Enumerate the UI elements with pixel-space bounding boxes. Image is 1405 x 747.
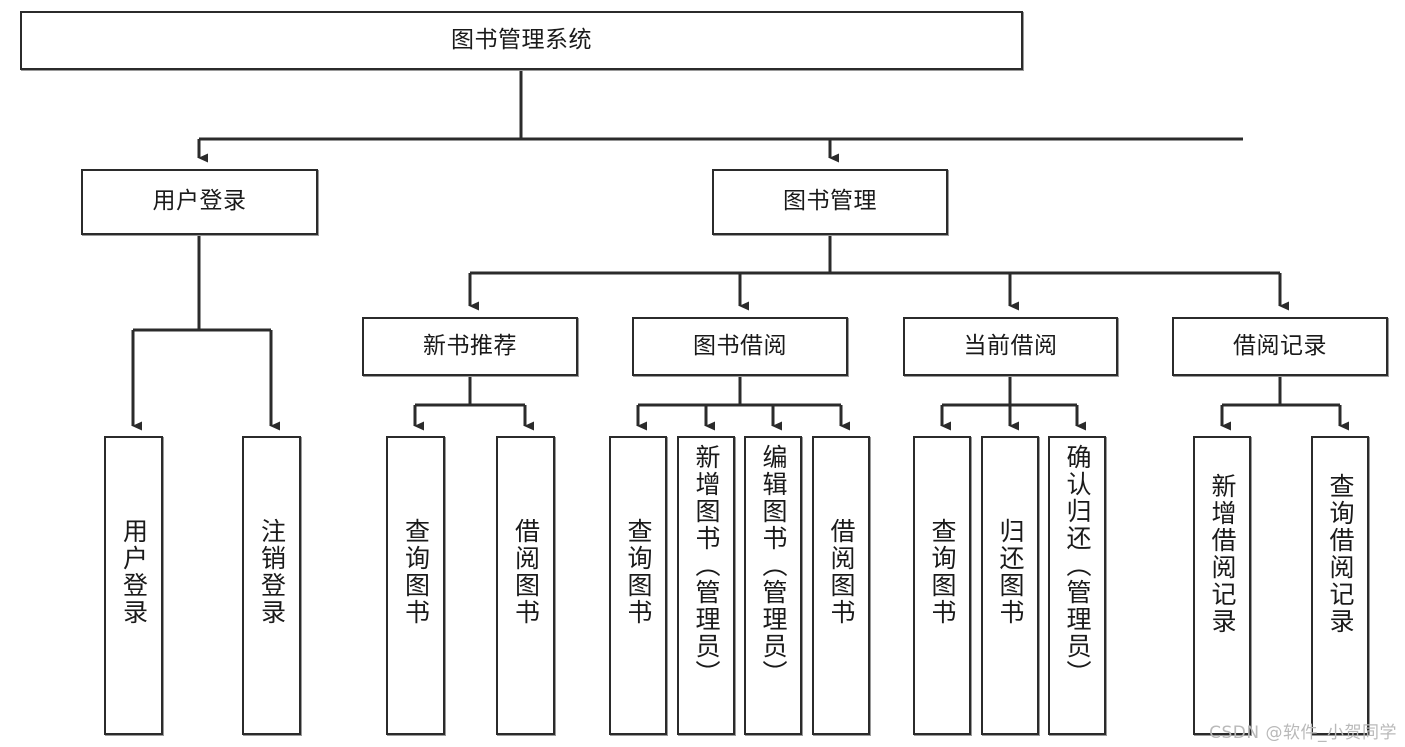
node-leaf-user-login[interactable]: 用户登录: [104, 436, 163, 735]
node-book-manage[interactable]: 图书管理: [712, 169, 948, 235]
node-leaf-query-book-3-label: 查询图书: [928, 518, 957, 626]
node-book-borrow[interactable]: 图书借阅: [632, 317, 848, 376]
node-leaf-query-record[interactable]: 查询借阅记录: [1311, 436, 1369, 735]
node-borrow-record[interactable]: 借阅记录: [1172, 317, 1388, 376]
node-leaf-borrow-book-1[interactable]: 借阅图书: [496, 436, 555, 735]
node-leaf-add-record[interactable]: 新增借阅记录: [1193, 436, 1251, 735]
node-leaf-add-book-label: 新增图书（管理员）: [692, 444, 721, 687]
node-leaf-query-record-label: 查询借阅记录: [1326, 473, 1355, 635]
node-leaf-add-record-label: 新增借阅记录: [1208, 473, 1237, 635]
csdn-watermark: CSDN @软件_小贺同学: [1209, 723, 1397, 743]
node-book-borrow-label: 图书借阅: [693, 332, 787, 359]
node-root-label: 图书管理系统: [451, 26, 592, 53]
node-leaf-query-book-2-label: 查询图书: [624, 518, 653, 626]
node-leaf-logout[interactable]: 注销登录: [242, 436, 301, 735]
node-current-borrow-label: 当前借阅: [963, 332, 1058, 359]
node-borrow-record-label: 借阅记录: [1233, 332, 1327, 359]
node-leaf-borrow-book-1-label: 借阅图书: [511, 518, 541, 626]
node-user-login[interactable]: 用户登录: [81, 169, 318, 235]
node-leaf-borrow-book-2[interactable]: 借阅图书: [812, 436, 870, 735]
node-root[interactable]: 图书管理系统: [20, 11, 1023, 70]
node-leaf-add-book[interactable]: 新增图书（管理员）: [677, 436, 735, 735]
node-book-manage-label: 图书管理: [783, 188, 877, 215]
node-leaf-query-book-3[interactable]: 查询图书: [913, 436, 971, 735]
node-leaf-return-book[interactable]: 归还图书: [981, 436, 1039, 735]
node-leaf-confirm-return[interactable]: 确认归还（管理员）: [1048, 436, 1106, 735]
node-new-book-rec[interactable]: 新书推荐: [362, 317, 578, 376]
node-leaf-query-book-1-label: 查询图书: [401, 518, 431, 626]
node-leaf-user-login-label: 用户登录: [119, 518, 149, 626]
node-leaf-confirm-return-label: 确认归还（管理员）: [1063, 444, 1092, 687]
node-leaf-query-book-2[interactable]: 查询图书: [609, 436, 667, 735]
node-leaf-edit-book[interactable]: 编辑图书（管理员）: [744, 436, 802, 735]
node-leaf-logout-label: 注销登录: [257, 518, 287, 626]
node-leaf-edit-book-label: 编辑图书（管理员）: [759, 444, 788, 687]
node-leaf-borrow-book-2-label: 借阅图书: [827, 518, 856, 626]
node-new-book-rec-label: 新书推荐: [423, 332, 517, 359]
node-current-borrow[interactable]: 当前借阅: [903, 317, 1118, 376]
node-user-login-label: 用户登录: [152, 188, 247, 215]
node-leaf-return-book-label: 归还图书: [996, 518, 1025, 626]
node-leaf-query-book-1[interactable]: 查询图书: [386, 436, 445, 735]
